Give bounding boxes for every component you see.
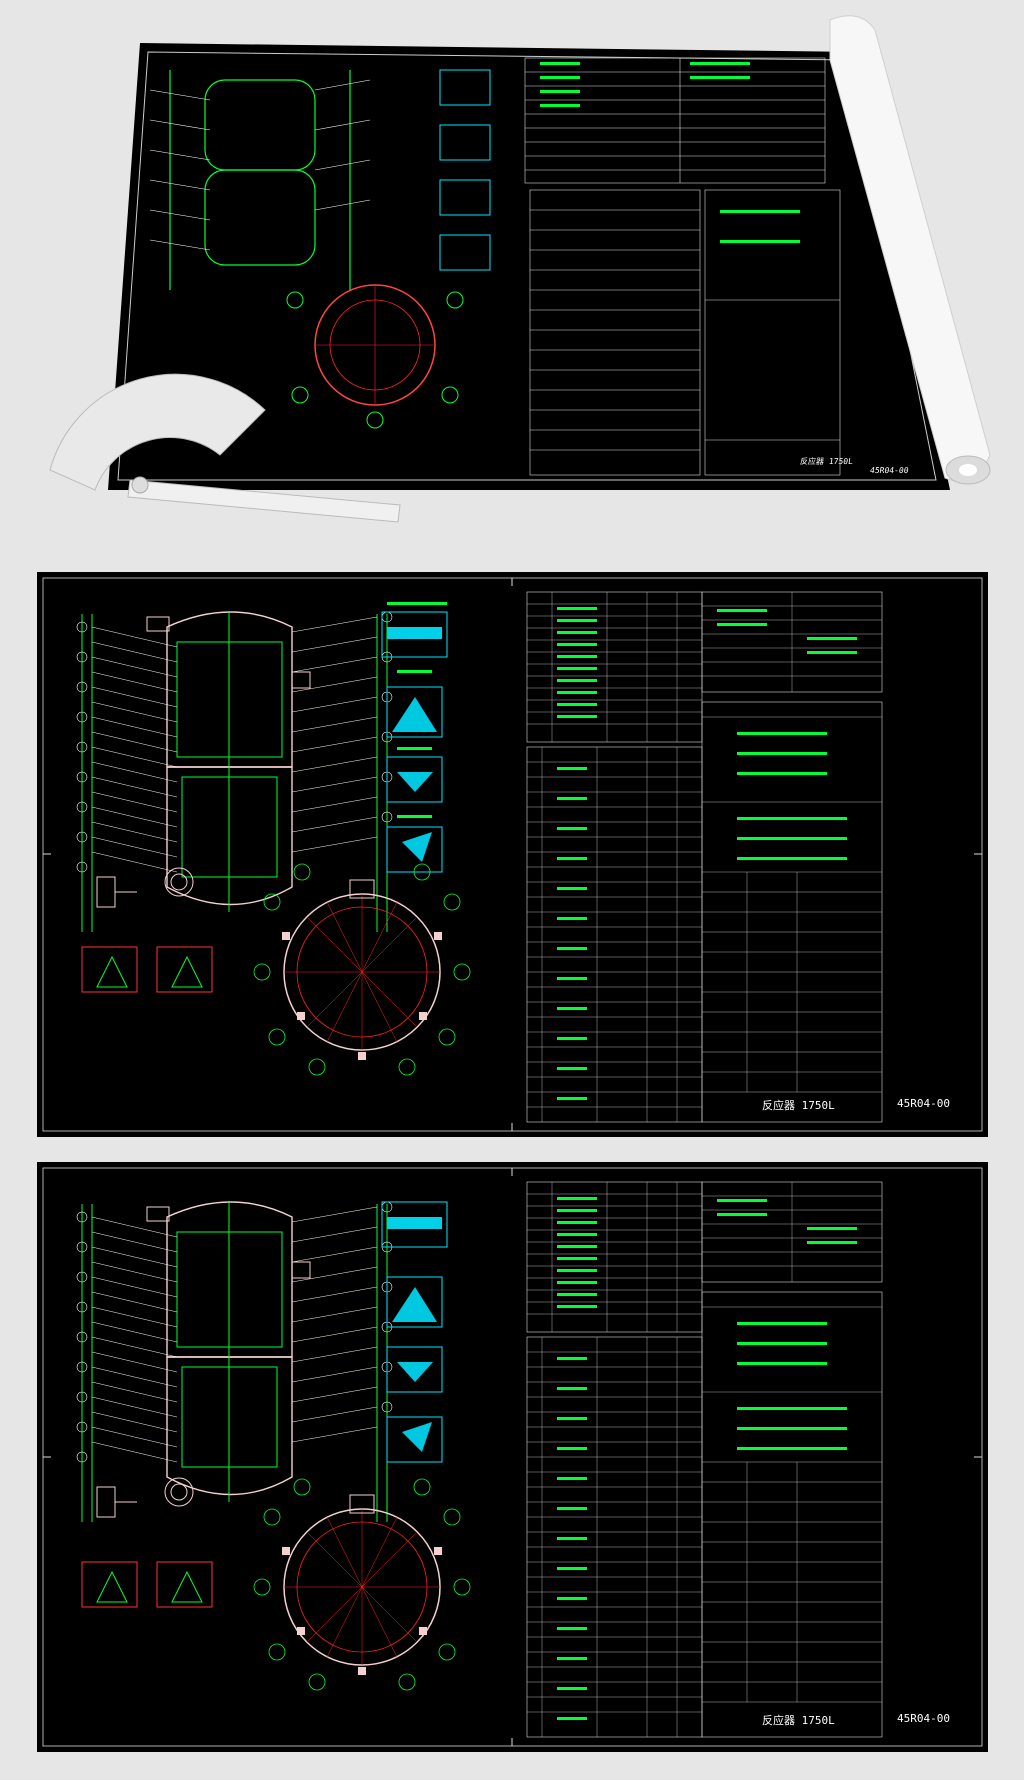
perspective-preview — [0, 0, 1024, 545]
data-tables — [526, 591, 883, 1123]
perspective-green-text — [540, 62, 800, 243]
drawing-number: 45R04-00 — [869, 466, 910, 475]
title-block-name: 反应器 1750L — [762, 1714, 835, 1727]
perspective-sheet — [108, 43, 950, 490]
cad-drawing-1 — [42, 577, 983, 1132]
data-tables — [526, 1181, 883, 1738]
perspective-leaders — [149, 79, 371, 251]
perspective-plan-view — [286, 284, 464, 429]
paper-roll-icon — [829, 15, 991, 485]
perspective-drawing — [49, 15, 991, 523]
flat-preview-1: 反应器 1750L 45R04-00 — [37, 572, 988, 1137]
vessel-plan-view — [253, 863, 471, 1076]
perspective-vessel — [169, 70, 351, 290]
perspective-tables — [524, 57, 841, 476]
drawing-border — [42, 577, 983, 1132]
title-block-name: 反应器 1750L — [762, 1099, 835, 1112]
nozzle-details — [81, 867, 213, 993]
drawing-number: 45R04-00 — [897, 1097, 950, 1110]
weld-details — [381, 602, 448, 873]
vessel-elevation — [76, 1201, 393, 1522]
drawing-border — [42, 1167, 983, 1747]
cad-drawing-2 — [42, 1167, 983, 1747]
perspective-details — [439, 69, 491, 271]
weld-details — [381, 1201, 448, 1463]
title-block-name: 反应器 1750L — [799, 457, 854, 466]
protractor-icon — [49, 373, 401, 523]
flat-preview-2: 反应器 1750L 45R04-00 — [37, 1162, 988, 1752]
vessel-elevation — [76, 611, 393, 932]
nozzle-details — [81, 1477, 213, 1608]
vessel-plan-view — [253, 1478, 471, 1691]
drawing-number: 45R04-00 — [897, 1712, 950, 1725]
